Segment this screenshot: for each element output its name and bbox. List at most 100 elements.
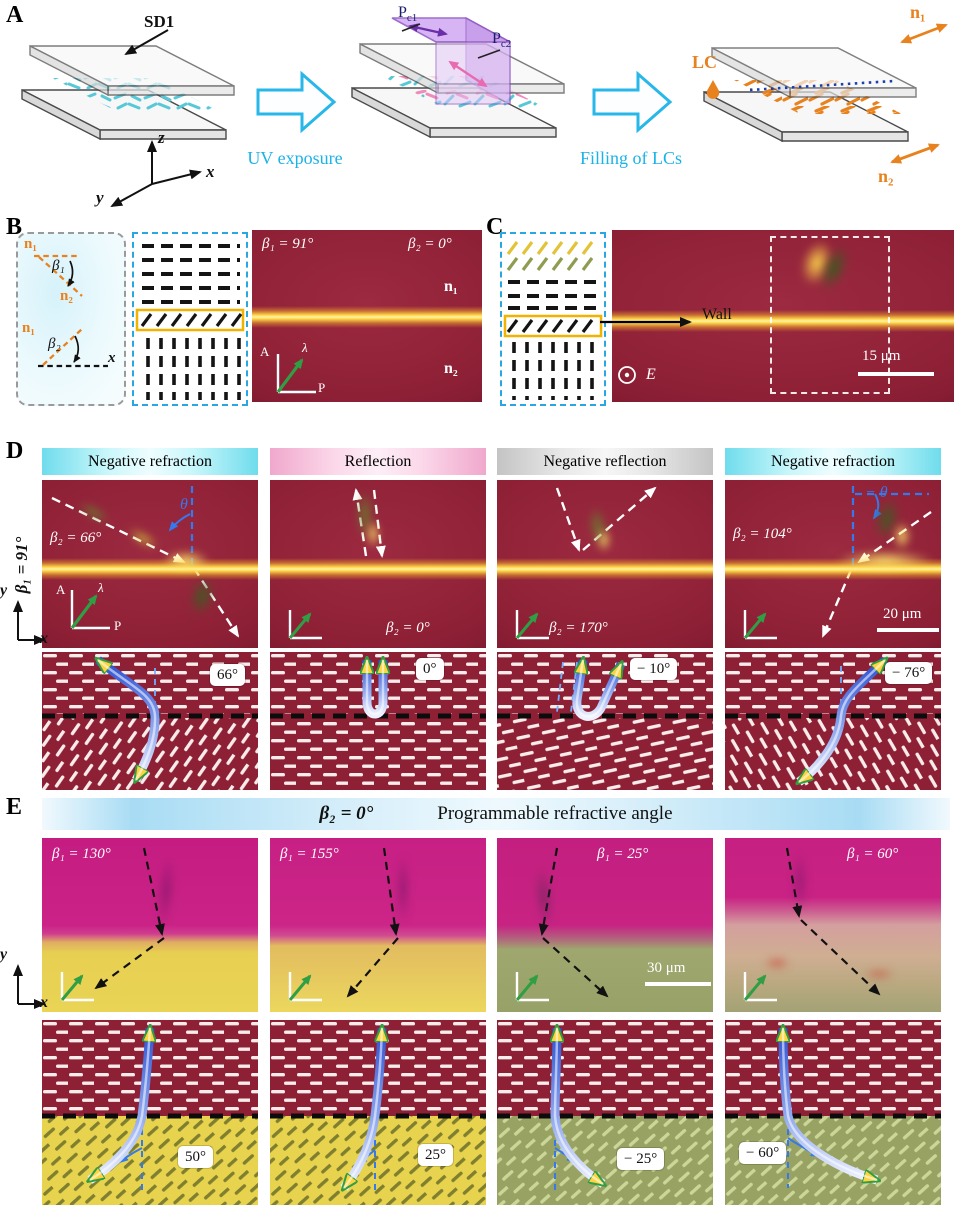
- wall-stripe: [42, 558, 258, 580]
- cell-schematic-lc: [703, 47, 917, 142]
- e-micrograph-4: β₁ = 60°: [725, 838, 941, 1012]
- defect-blob: [597, 528, 611, 552]
- refracted-ray: [542, 937, 609, 998]
- polarizer-label: P: [318, 380, 326, 395]
- beta2-value: β₂ = 170°: [549, 620, 608, 636]
- refracted-ray: [346, 937, 399, 998]
- e-schematic-2: [270, 1020, 486, 1205]
- wall-row-highlight: [503, 314, 603, 338]
- d-schematic-3: [497, 652, 713, 790]
- lc-droplet-icon: [706, 80, 720, 99]
- polarizer-indicator: [517, 610, 549, 638]
- diagram-beta1: β₁: [52, 258, 65, 274]
- polarizer-indicator: [745, 972, 777, 1000]
- beta2-value: β₂ = 104°: [733, 526, 792, 542]
- angle-box-1: 66°: [210, 664, 245, 686]
- panel-a-graphics: [21, 16, 948, 207]
- scale-bar: [877, 628, 939, 632]
- sd1-pointer-arrow: [124, 29, 169, 55]
- axis-x-label: x: [206, 162, 215, 181]
- polarizer-box: [391, 16, 511, 106]
- angle-box-4: − 76°: [885, 662, 933, 684]
- d-schematic-1: [42, 652, 258, 790]
- defect-blob: [763, 956, 791, 970]
- polarizer-indicator: [72, 590, 110, 628]
- n1-director-arrow: [900, 23, 948, 44]
- d-micrograph-2: β₂ = 0°: [270, 480, 486, 648]
- incident-ray: [51, 496, 186, 564]
- diagram-n2: n₂: [60, 288, 73, 304]
- defect-streak: [793, 852, 807, 912]
- angle-box-3: − 10°: [630, 658, 678, 680]
- polarizer-label: P: [114, 618, 122, 633]
- ray-annotations: [725, 847, 881, 1012]
- region-of-interest-box: [770, 236, 890, 394]
- wall-stripe: [270, 558, 486, 580]
- panel-a-label: A: [6, 2, 24, 28]
- refracted-ray: [192, 567, 240, 638]
- ray-annotations: [42, 847, 165, 1012]
- polarizer-indicator: [290, 972, 322, 1000]
- e-schematic-3: [497, 1020, 713, 1205]
- incident-ray: [382, 847, 400, 936]
- diagram-x: x: [108, 350, 116, 366]
- polarizer-indicator: [517, 972, 549, 1000]
- axis-z-label: z: [158, 128, 165, 147]
- scale-bar: [645, 982, 711, 986]
- defect-blob: [893, 522, 911, 550]
- e-schematic-1: [42, 1020, 258, 1205]
- analyzer-label: A: [56, 582, 66, 597]
- uv-exposure-label: UV exposure: [247, 148, 343, 168]
- defect-streak: [396, 854, 410, 924]
- incident-ray: [555, 487, 581, 552]
- polarizer-indicator: [745, 610, 777, 638]
- n2-director-arrow: [890, 143, 940, 164]
- pc2-axis-arrow: [448, 60, 488, 88]
- d-micrograph-4: β₂ = 104° − θ 20 μm: [725, 480, 941, 648]
- e-field-label: E: [646, 366, 656, 383]
- panel-d-label: D: [6, 438, 24, 464]
- xyz-axes: [110, 140, 202, 207]
- theta-arc: [168, 513, 191, 532]
- ray-annotations: [270, 847, 400, 1012]
- e-header-beta: β₂ = 0°: [319, 803, 374, 824]
- n2-label: n₂: [878, 166, 894, 186]
- n1-label: n₁: [910, 2, 926, 22]
- scale-label: 30 μm: [647, 960, 686, 976]
- scale-label: 20 μm: [883, 606, 922, 622]
- e-micrograph-3: β₁ = 25° 30 μm: [497, 838, 713, 1012]
- diagram-beta2: β₂: [48, 336, 61, 352]
- sd1-label: SD1: [144, 12, 175, 31]
- beta1-value: β₁ = 25°: [597, 846, 649, 862]
- pc2-label: Pc2: [492, 30, 512, 51]
- refracted-ray: [94, 937, 165, 990]
- lc-label: LC: [692, 52, 718, 72]
- wall-pointer-arrow: [600, 317, 692, 327]
- pc1-axis-arrow: [408, 23, 448, 37]
- e-angle-box-4: − 60°: [739, 1142, 787, 1164]
- wall-dotted-line: [749, 79, 895, 92]
- defect-blob: [863, 968, 895, 980]
- wall-stripe: [612, 310, 954, 332]
- cell-schematic-empty: [21, 45, 235, 140]
- header-negative-refraction-1: Negative refraction: [42, 448, 258, 475]
- normal-guide: [556, 661, 564, 713]
- d-micrograph-3: β₂ = 170°: [497, 480, 713, 648]
- wall-stripe: [252, 306, 482, 328]
- e-field-symbol: [618, 366, 636, 384]
- refracted-ray: [821, 569, 853, 638]
- d-xy-axes: [13, 600, 46, 645]
- polarizer-indicator: [62, 972, 94, 1000]
- block-arrow-uv: [256, 70, 337, 134]
- pc1-leader-line: [401, 23, 421, 32]
- e-axis-x-label: x: [40, 994, 48, 1011]
- cell-schematic-uv: [351, 16, 565, 138]
- beta1-value: β₁ = 60°: [847, 846, 899, 862]
- angle-box-2: 0°: [416, 658, 444, 680]
- block-arrow-fill: [592, 70, 673, 134]
- analyzer-label: A: [260, 344, 270, 359]
- n2-region-label: n₂: [444, 360, 458, 377]
- polarizer-indicator: [290, 610, 322, 638]
- d-axis-y-label: y: [0, 582, 8, 599]
